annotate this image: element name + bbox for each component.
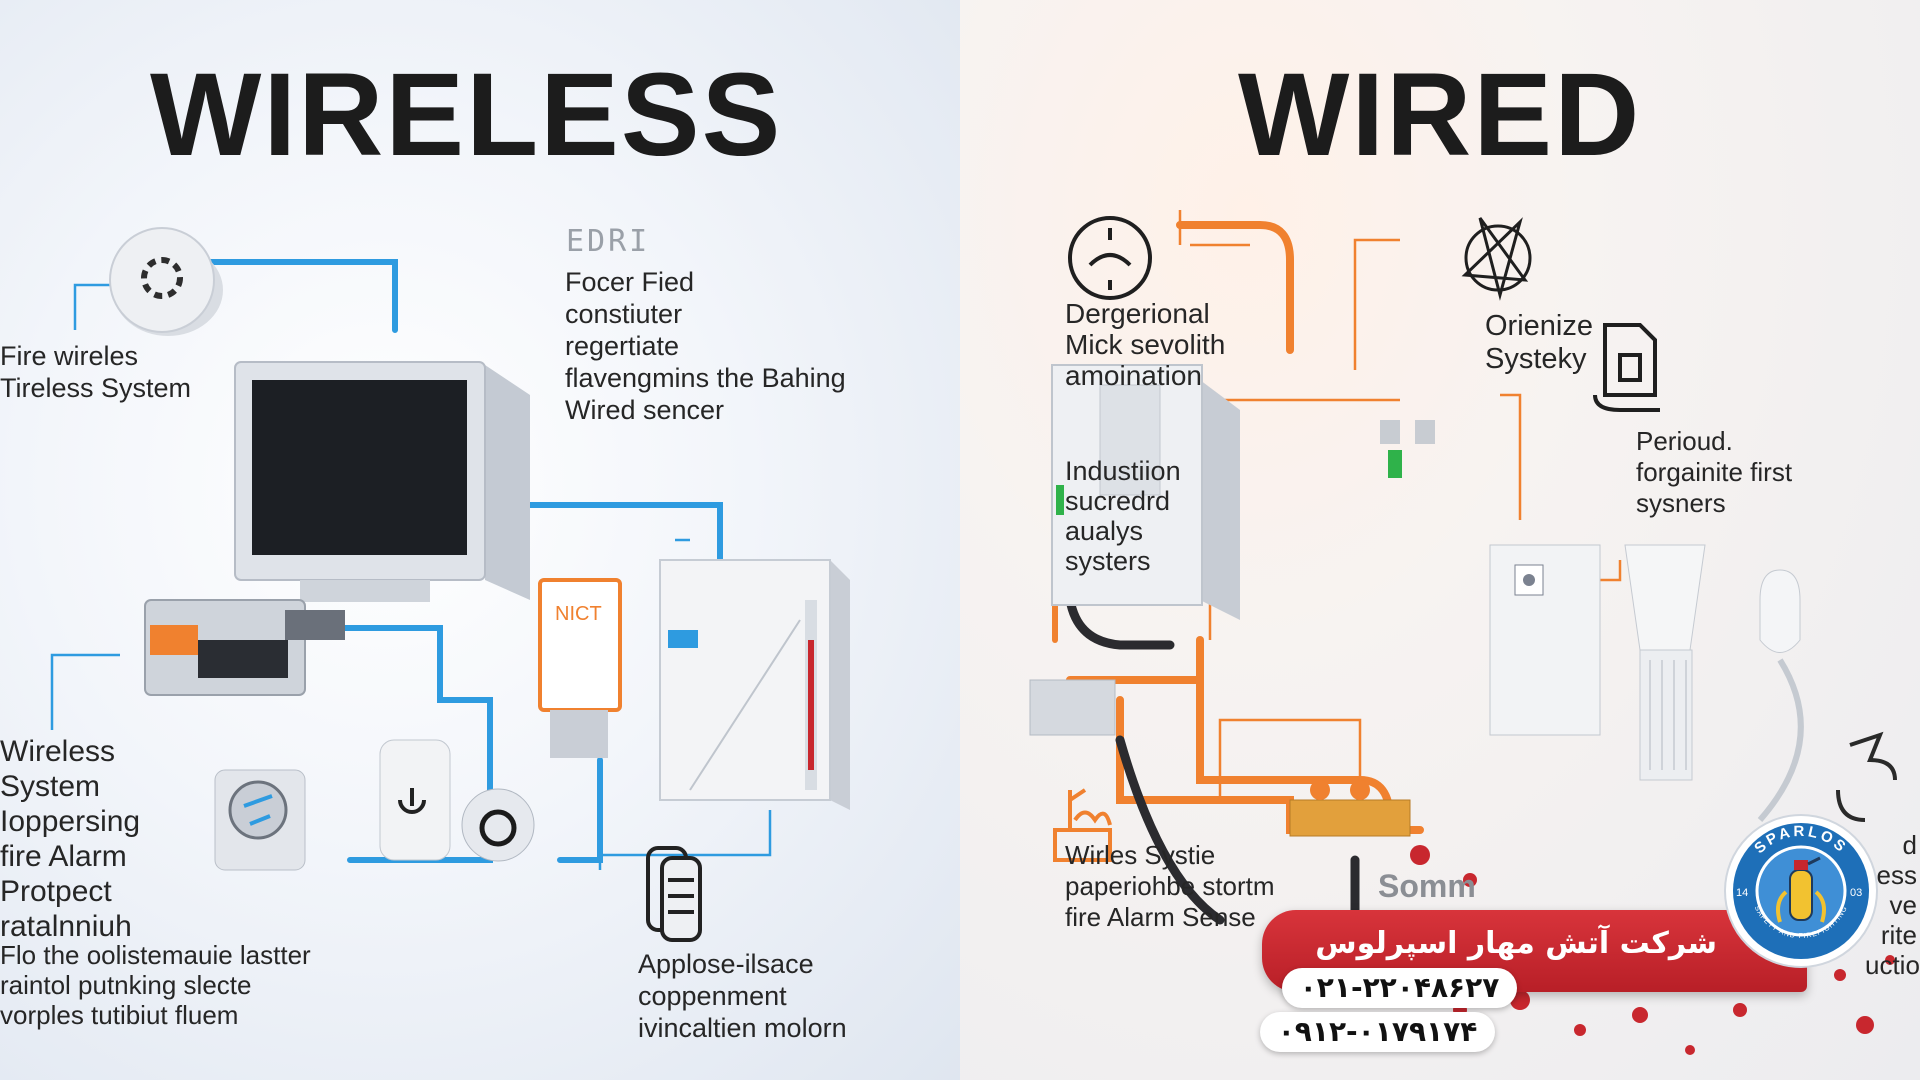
lower-devices	[214, 739, 535, 871]
main-control-panel	[1029, 364, 1240, 736]
label-line: ivincaltien molorn	[638, 1013, 847, 1043]
sparlos-logo: SPARLOS SAFETY AND FIREFIGHTING 14 03	[1724, 814, 1878, 968]
label-line: sucredrd	[1065, 486, 1171, 516]
wireless-title: WIRELESS	[150, 49, 783, 181]
label-line: Mick sevolith	[1065, 329, 1226, 360]
label-wirles-systie: Wirles Systie paperiohbe stortm fire Ala…	[1065, 840, 1275, 933]
label-line: coppenment	[638, 981, 787, 1011]
label-line: ratalnniuh	[0, 910, 132, 943]
cable-controller-loop	[297, 625, 493, 863]
label-line: Fire wireles	[0, 341, 139, 371]
panel-tag: NICT	[555, 603, 602, 625]
label-line: Perioud.	[1636, 426, 1733, 456]
label-line: Systeky	[1485, 343, 1587, 375]
network-web-icon	[1461, 217, 1532, 301]
label-line: ve	[1889, 890, 1917, 920]
label-line: forgainite first	[1636, 457, 1793, 487]
label-line: Tireless System	[0, 373, 192, 403]
wireless-cables	[197, 259, 723, 863]
cable-sensor-down	[557, 757, 603, 863]
somm-label: Somm	[1378, 868, 1476, 904]
orange-panel: NICT	[538, 578, 622, 758]
label-line: vorples tutibiut fluem	[0, 1000, 239, 1030]
badge-right-number: 03	[1850, 887, 1862, 899]
label-wireless-notes: Flo the oolistemauie lastter raintol put…	[0, 940, 311, 1030]
label-line: Wirles Systie	[1065, 840, 1216, 870]
document-stack-icon	[1593, 323, 1660, 412]
label-line: sysners	[1636, 488, 1726, 518]
hand-alarm-icon	[1053, 788, 1112, 862]
cable-detector-to-monitor	[197, 259, 398, 333]
label-perioud: Perioud. forgainite first sysners	[1636, 426, 1792, 519]
label-line: fire Alarm Sense	[1065, 902, 1256, 932]
label-line: ess	[1876, 860, 1917, 890]
label-focer-fied: Focer Fied constiuter regertiate flaveng…	[565, 266, 846, 426]
pipe-manifold	[1289, 780, 1411, 837]
label-line: Industiion	[1065, 456, 1181, 486]
label-applose: Applose-ilsace coppenment ivincaltien mo…	[638, 948, 847, 1044]
label-line: Protpect	[0, 875, 112, 908]
badge-left-number: 14	[1736, 887, 1748, 899]
company-name: شرکت آتش مهار اسپرلوس	[1315, 926, 1717, 961]
label-line: Dergerional	[1065, 298, 1210, 329]
label-line: amoination	[1065, 360, 1202, 391]
control-unit	[144, 599, 345, 696]
label-line: Wired sencer	[565, 395, 725, 425]
phone-mobile[interactable]: ۰۹۱۲-۰۱۷۹۱۷۴	[1260, 1012, 1495, 1052]
funnel-device	[1624, 544, 1706, 781]
wired-diagram	[1029, 210, 1897, 1055]
label-line: rite	[1880, 920, 1917, 950]
wired-title: WIRED	[1238, 49, 1642, 181]
label-line: systers	[1065, 546, 1151, 576]
label-wireless-system: Wireless System Ioppersing fire Alarm Pr…	[0, 734, 140, 944]
label-line: raintol putnking slecte	[0, 970, 252, 1000]
label-dergerional: Dergerional Mick sevolith amoination	[1065, 298, 1225, 391]
label-fire-wireless: Fire wireles Tireless System	[0, 340, 191, 404]
label-line: System	[0, 770, 101, 803]
secondary-panel	[1489, 544, 1601, 736]
label-line: Focer Fied	[565, 267, 695, 297]
cable-top	[1176, 221, 1294, 354]
alarm-bell-icon	[1068, 216, 1152, 300]
battery-icon	[646, 846, 702, 942]
edri-logo-text: EDRI	[566, 224, 651, 259]
label-orienize: Orienize Systeky	[1485, 310, 1593, 376]
label-line: regertiate	[565, 331, 680, 361]
label-industiion: Industiion sucredrd aualys systers	[1065, 456, 1181, 576]
label-line: paperiohbe stortm	[1065, 871, 1275, 901]
label-line: Applose-ilsace	[638, 949, 814, 979]
label-line: uction	[1865, 950, 1920, 980]
label-line: flavengmins the Bahing	[565, 363, 846, 393]
label-line: Flo the oolistemauie lastter	[0, 940, 311, 970]
label-line: Ioppersing	[0, 805, 141, 838]
edge-wired-icon	[1836, 731, 1897, 822]
label-line: Wireless	[0, 735, 116, 768]
wireless-panel: NICT WIRELESS EDRI Fire wireles Tireless…	[0, 0, 960, 1080]
label-line: aualys	[1065, 516, 1144, 546]
label-line: Orienize	[1485, 310, 1593, 342]
label-line: constiuter	[565, 299, 683, 329]
monitor-device	[234, 361, 530, 602]
callout-fire-wireless	[73, 283, 118, 330]
label-line: fire Alarm	[0, 840, 127, 873]
callout-wireless-system	[50, 653, 120, 730]
cable-monitor-to-cabinet	[487, 502, 723, 563]
label-line: d	[1902, 830, 1917, 860]
smoke-detector	[109, 227, 223, 336]
label-edge: d ess ve rite uction	[1865, 830, 1920, 980]
fire-extinguisher-icon	[1776, 856, 1826, 923]
company-banner: شرکت آتش مهار اسپرلوس	[1262, 910, 1807, 992]
cabinet-device	[659, 559, 850, 810]
valve-cluster	[1380, 420, 1435, 478]
nozzle-device	[1757, 569, 1804, 822]
phone-landline[interactable]: ۰۲۱-۲۲۰۴۸۶۲۷	[1282, 968, 1517, 1008]
wireless-diagram: NICT	[50, 227, 850, 942]
